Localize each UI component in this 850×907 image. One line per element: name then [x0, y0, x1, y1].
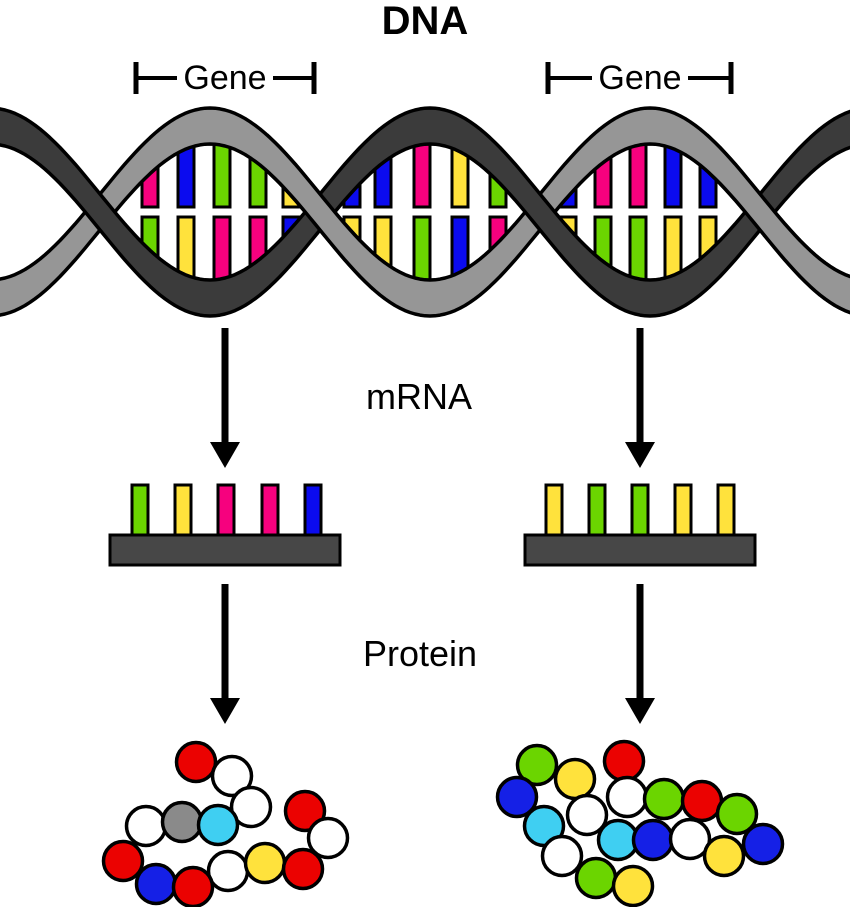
- amino-acid-blue2: [134, 862, 178, 906]
- amino-acid-white: [668, 817, 712, 861]
- protein-clusters: [101, 739, 785, 907]
- mrna-base-yellow: [716, 483, 736, 539]
- amino-acid-green: [515, 743, 559, 787]
- gene-label-left: Gene: [183, 59, 266, 97]
- amino-acid-red: [101, 839, 145, 883]
- amino-acid-red: [281, 847, 325, 891]
- amino-acid-cyan: [596, 818, 640, 862]
- mrna-base-yellow: [544, 483, 564, 539]
- translation-arrow-head: [625, 698, 655, 724]
- amino-acid-white: [124, 804, 168, 848]
- mrna-base-yellow: [673, 483, 693, 539]
- amino-acid-yellow: [553, 757, 597, 801]
- amino-acid-white: [540, 834, 584, 878]
- mrna-base-yellow: [173, 483, 193, 539]
- amino-acid-yellow: [702, 834, 746, 878]
- mrna-base-pink: [260, 483, 280, 539]
- dna-title: DNA: [382, 0, 469, 43]
- mrna-molecules: [108, 483, 757, 567]
- amino-acid-red: [174, 740, 218, 784]
- gene-brackets: [133, 62, 734, 94]
- transcription-arrow-head: [210, 442, 240, 468]
- dna-helix: [0, 106, 850, 318]
- protein-label: Protein: [363, 633, 477, 674]
- dna-strand-light-over: [268, 133, 372, 291]
- amino-acid-red: [602, 739, 646, 783]
- amino-acid-yellow: [243, 841, 287, 885]
- amino-acid-red: [680, 779, 724, 823]
- amino-acid-white: [565, 793, 609, 837]
- translation-arrow-head: [210, 698, 240, 724]
- amino-acid-blue2: [495, 775, 539, 819]
- mrna-backbone: [108, 533, 342, 567]
- amino-acid-white: [229, 785, 273, 829]
- transcription-arrow-head: [625, 442, 655, 468]
- amino-acid-gray: [160, 800, 204, 844]
- amino-acid-cyan: [196, 803, 240, 847]
- mrna-base-green: [630, 483, 650, 539]
- amino-acid-red: [283, 789, 327, 833]
- amino-acid-white: [605, 775, 649, 819]
- dna-strand-light-over: [708, 133, 850, 315]
- amino-acid-blue2: [631, 818, 675, 862]
- mrna-base-green: [587, 483, 607, 539]
- mrna-backbone: [523, 533, 757, 567]
- amino-acid-blue2: [741, 822, 785, 866]
- amino-acid-yellow: [611, 864, 655, 907]
- mrna-base-pink: [216, 483, 236, 539]
- gene-label-right: Gene: [598, 59, 681, 97]
- flow-arrows: [210, 328, 655, 724]
- dna-strand-dark: [0, 106, 850, 318]
- mrna-label: mRNA: [366, 376, 472, 417]
- amino-acid-red: [171, 865, 215, 907]
- amino-acid-white: [206, 849, 250, 893]
- mrna-base-blue: [303, 483, 323, 539]
- amino-acid-white: [306, 816, 350, 860]
- amino-acid-white: [210, 754, 254, 798]
- amino-acid-green: [715, 792, 759, 836]
- mrna-base-green: [130, 483, 150, 539]
- amino-acid-green: [642, 777, 686, 821]
- amino-acid-green: [574, 856, 618, 900]
